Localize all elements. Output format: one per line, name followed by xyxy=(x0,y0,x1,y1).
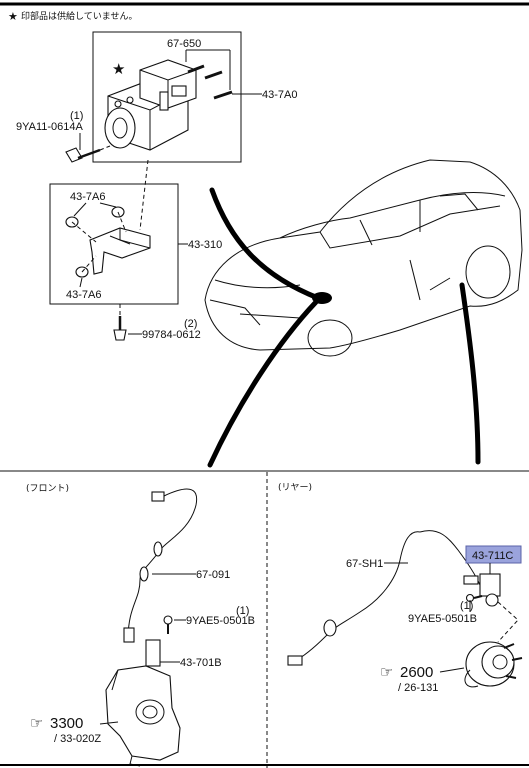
label-9YA11-0614A: 9YA11-0614A xyxy=(16,121,84,133)
front-ref-sub: / 33-020Z xyxy=(54,733,101,745)
front-ref-number: 3300 xyxy=(50,715,83,732)
label-43-711C: 43-711C xyxy=(472,550,513,562)
rear-wheel-speed-sensor-harness-67-SH1[interactable] xyxy=(287,530,481,666)
label-67-091: 67-091 xyxy=(196,569,230,581)
header-note: 印部品は供給していません。 xyxy=(21,10,137,22)
pointer-rear xyxy=(459,282,481,465)
rear-wheel-hub[interactable] xyxy=(464,641,523,688)
rear-section-label: (リヤー) xyxy=(278,483,312,493)
pointer-abs xyxy=(209,187,321,301)
abs-unit-frame xyxy=(92,31,242,163)
abs-hydraulic-unit[interactable] xyxy=(104,59,197,151)
screw-9YAE5-0501B-front[interactable] xyxy=(163,615,173,634)
highlight-43-711C[interactable] xyxy=(465,545,522,564)
bolt-9YA11-0614A[interactable] xyxy=(65,147,101,163)
label-99784-qty: (2) xyxy=(184,318,197,330)
front-steering-knuckle[interactable] xyxy=(105,665,181,767)
label-67-SH1: 67-SH1 xyxy=(346,558,383,570)
label-9YA11-qty: (1) xyxy=(70,110,83,122)
label-screw-front-qty: (1) xyxy=(236,605,249,617)
rear-wheel-speed-sensor-43-711C[interactable] xyxy=(463,573,501,607)
rear-ref-number: 2600 xyxy=(400,664,433,681)
front-section-label: (フロント) xyxy=(26,484,69,494)
rear-ref-sub: / 26-131 xyxy=(398,682,438,694)
label-99784-0612: 99784-0612 xyxy=(142,329,201,341)
label-9YAE5-rear: 9YAE5-0501B xyxy=(408,613,477,625)
front-wheel-speed-sensor-67-091[interactable] xyxy=(123,488,198,667)
label-screw-rear-qty: (1) xyxy=(460,600,473,612)
label-67-650: 67-650 xyxy=(167,38,201,50)
vehicle-illustration xyxy=(204,159,523,357)
label-43-7A6-top: 43-7A6 xyxy=(70,191,105,203)
bolt-99784-0612[interactable] xyxy=(113,316,127,341)
bolt-43-7A0[interactable] xyxy=(213,90,233,100)
pointer-front xyxy=(207,299,319,468)
label-43-7A6-bottom: 43-7A6 xyxy=(66,289,101,301)
pins-67-650[interactable] xyxy=(187,64,223,80)
label-43-701B: 43-701B xyxy=(180,657,222,669)
front-ref-arrow: ☞ xyxy=(30,715,43,732)
label-43-7A0: 43-7A0 xyxy=(262,89,297,101)
not-supplied-star: ★ xyxy=(112,61,125,78)
label-43-310: 43-310 xyxy=(188,239,222,251)
rear-ref-arrow: ☞ xyxy=(380,664,393,681)
label-9YAE5-front: 9YAE5-0501B xyxy=(186,615,255,627)
note-star: ★ xyxy=(8,11,18,23)
bracket-43-310[interactable] xyxy=(89,227,151,275)
